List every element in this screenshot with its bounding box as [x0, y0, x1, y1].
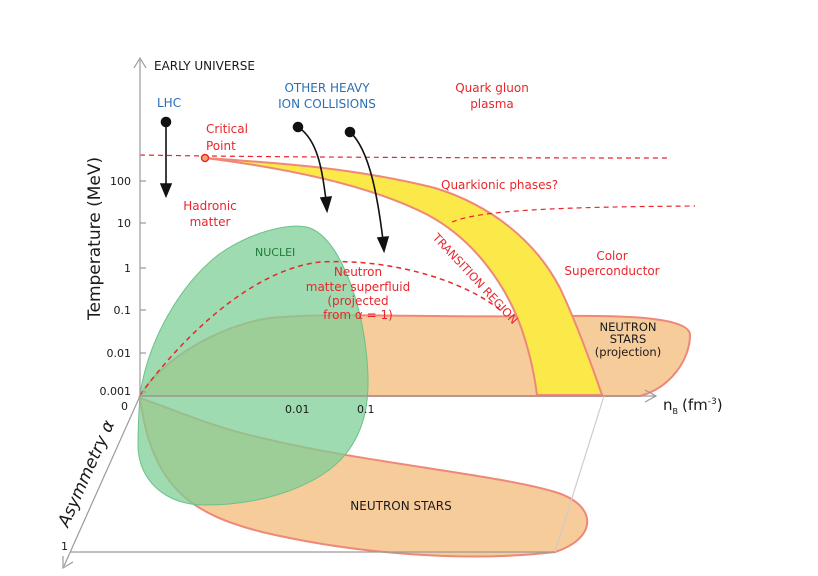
y-tick-label: 0.1 — [114, 304, 132, 317]
x-tick-labels: 0 0.01 0.1 — [121, 400, 375, 416]
color-superconductor-label: Color Superconductor — [564, 249, 659, 278]
y-tick-labels: 100 10 1 0.1 0.01 0.001 — [100, 175, 132, 398]
y-tick-label: 0.001 — [100, 385, 132, 398]
collision-arrows — [159, 116, 390, 254]
neutron-superfluid-line3: (projected — [327, 294, 388, 308]
lhc-marker — [160, 116, 172, 128]
critical-point-label-line1: Critical — [206, 122, 248, 136]
ns-proj-line2: STARS — [610, 332, 647, 346]
x-axis-title-unit-post: ) — [717, 396, 723, 414]
neutron-superfluid-label: Neutron matter superfluid (projected fro… — [306, 265, 411, 322]
z-tick-label: 1 — [61, 540, 68, 553]
heavy-ion-arrow-1 — [297, 126, 327, 201]
qgp-label: Quark gluon plasma — [455, 81, 529, 111]
axes — [62, 56, 658, 570]
z-axis — [63, 395, 141, 567]
critical-point-dashed-line — [139, 154, 671, 159]
z-axis-arrow — [62, 556, 74, 570]
y-tick-label: 1 — [124, 262, 131, 275]
x-axis-title-unit-pre: (fm — [682, 396, 708, 414]
lhc-label: LHC — [157, 96, 181, 110]
neutron-stars-label: NEUTRON STARS — [350, 499, 451, 513]
hadronic-label-line2: matter — [190, 215, 231, 229]
y-axis-title: Temperature (MeV) — [85, 157, 105, 321]
heavy-ion-label: OTHER HEAVY ION COLLISIONS — [278, 81, 376, 111]
y-axis-top-label: EARLY UNIVERSE — [154, 59, 255, 73]
x-axis-title-main: n — [663, 396, 673, 414]
heavy-ion-arrow-2 — [349, 131, 384, 241]
ns-proj-line3: (projection) — [595, 345, 661, 359]
x-tick-label: 0 — [121, 400, 128, 413]
x-axis-title-sub: B — [673, 407, 679, 416]
hadronic-label: Hadronic matter — [183, 199, 237, 229]
y-tick-label: 100 — [110, 175, 131, 188]
heavy-ion-label-line2: ION COLLISIONS — [278, 97, 376, 111]
qgp-label-line1: Quark gluon — [455, 81, 529, 95]
color-sc-line1: Color — [596, 249, 627, 263]
qgp-label-line2: plasma — [470, 97, 514, 111]
transition-region-band — [204, 157, 604, 396]
y-tick-label: 0.01 — [107, 347, 132, 360]
neutron-superfluid-line4: from α = 1) — [323, 308, 393, 322]
nuclei-label: NUCLEI — [255, 246, 295, 259]
quarkionic-label: Quarkionic phases? — [441, 178, 558, 192]
neutron-stars-projection-label: NEUTRON STARS (projection) — [595, 320, 661, 359]
critical-point-marker — [200, 153, 210, 163]
x-axis-title-unit-sup: -3 — [708, 397, 717, 407]
hadronic-label-line1: Hadronic — [183, 199, 237, 213]
y-axis-arrow — [133, 56, 147, 69]
superfluid-dashed-curve — [139, 260, 501, 396]
critical-point-label: Critical Point — [206, 122, 248, 153]
x-axis-arrow — [644, 389, 658, 403]
neutron-superfluid-line2: matter superfluid — [306, 280, 411, 294]
projection-guide-line — [554, 395, 605, 553]
x-tick-label: 0.1 — [357, 403, 375, 416]
x-axis-title: nB(fm-3) — [663, 396, 723, 416]
color-sc-line2: Superconductor — [564, 264, 659, 278]
y-tick-label: 10 — [117, 217, 131, 230]
x-tick-label: 0.01 — [285, 403, 310, 416]
ns-proj-line1: NEUTRON — [600, 320, 657, 334]
heavy-ion-label-line1: OTHER HEAVY — [284, 81, 370, 95]
neutron-superfluid-line1: Neutron — [334, 265, 382, 279]
nuclei-region — [137, 225, 369, 506]
quarkionic-dashed-line — [451, 205, 696, 223]
critical-point-label-line2: Point — [206, 139, 236, 153]
z-axis-title: Asymmetry α — [54, 417, 119, 531]
